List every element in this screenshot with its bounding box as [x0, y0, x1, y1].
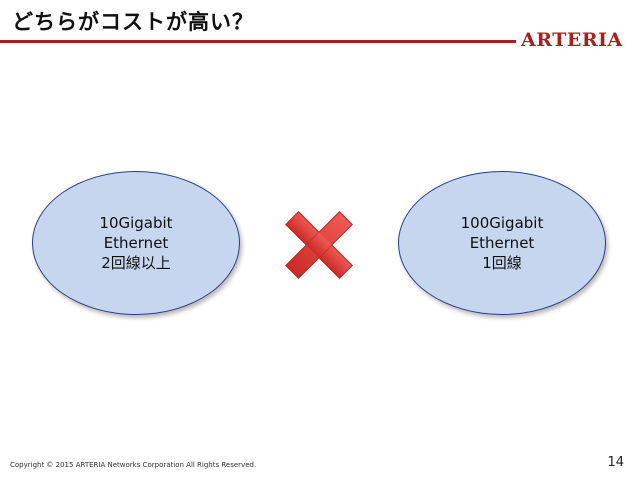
- option-10g-line1: 10Gigabit: [99, 214, 173, 232]
- option-100g-ellipse: 100Gigabit Ethernet 1回線: [398, 171, 606, 315]
- option-10g-line3: 2回線以上: [101, 254, 171, 272]
- cross-mark-icon: [285, 211, 353, 279]
- option-100g-line1: 100Gigabit: [460, 214, 544, 232]
- option-10g-line2: Ethernet: [103, 234, 169, 252]
- title-underline: [0, 40, 516, 43]
- option-10g-ellipse: 10Gigabit Ethernet 2回線以上: [32, 171, 240, 315]
- option-100g-line2: Ethernet: [469, 234, 535, 252]
- brand-logo: ARTERIA: [521, 29, 623, 51]
- slide-title: どちらがコストが高い？: [12, 10, 254, 34]
- page-number: 14: [607, 455, 624, 470]
- copyright-text: Copyright © 2015 ARTERIA Networks Corpor…: [10, 461, 257, 469]
- option-100g-line3: 1回線: [482, 254, 522, 272]
